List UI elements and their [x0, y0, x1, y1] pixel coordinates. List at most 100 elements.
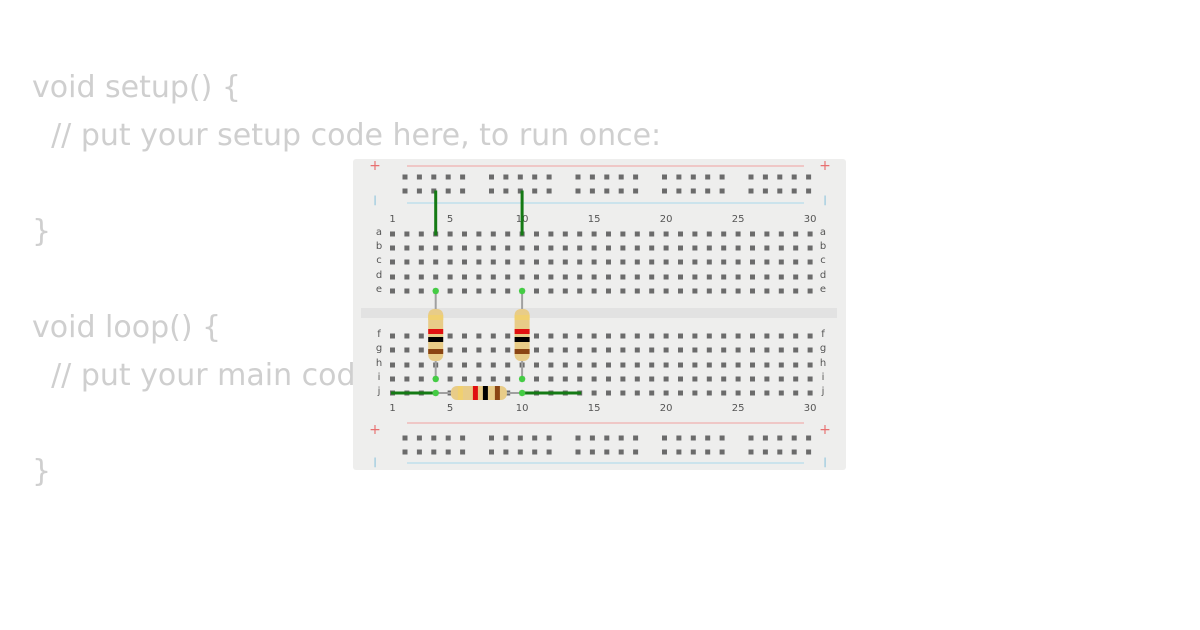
terminal-hole[interactable] — [620, 274, 626, 280]
terminal-hole[interactable] — [778, 259, 784, 265]
terminal-hole[interactable] — [418, 376, 424, 382]
terminal-hole[interactable] — [606, 390, 611, 396]
terminal-hole[interactable] — [764, 274, 770, 280]
terminal-hole[interactable] — [418, 333, 424, 339]
terminal-hole[interactable] — [649, 231, 655, 237]
terminal-hole[interactable] — [764, 376, 770, 382]
terminal-hole[interactable] — [793, 245, 799, 251]
terminal-hole[interactable] — [663, 274, 669, 280]
terminal-hole[interactable] — [476, 274, 482, 280]
terminal-hole[interactable] — [634, 231, 640, 237]
terminal-hole[interactable] — [505, 245, 511, 251]
rail-hole[interactable] — [618, 449, 624, 455]
terminal-hole[interactable] — [534, 362, 539, 368]
terminal-hole[interactable] — [678, 362, 683, 368]
terminal-hole[interactable] — [562, 259, 568, 265]
rail-hole[interactable] — [489, 435, 494, 441]
terminal-hole[interactable] — [634, 347, 640, 353]
rail-hole[interactable] — [445, 174, 451, 180]
rail-hole[interactable] — [589, 188, 595, 194]
terminal-hole[interactable] — [807, 259, 813, 265]
terminal-hole[interactable] — [606, 231, 611, 237]
rail-hole[interactable] — [402, 174, 408, 180]
terminal-hole[interactable] — [620, 333, 626, 339]
terminal-hole[interactable] — [490, 376, 496, 382]
terminal-hole[interactable] — [462, 288, 467, 294]
terminal-hole[interactable] — [418, 288, 424, 294]
terminal-hole[interactable] — [390, 259, 395, 265]
rail-hole[interactable] — [618, 435, 624, 441]
terminal-hole[interactable] — [577, 259, 583, 265]
terminal-hole[interactable] — [649, 347, 655, 353]
terminal-hole[interactable] — [447, 231, 453, 237]
terminal-hole[interactable] — [663, 390, 669, 396]
rail-hole[interactable] — [604, 188, 610, 194]
terminal-hole[interactable] — [418, 362, 424, 368]
rail-hole[interactable] — [791, 188, 797, 194]
rail-hole[interactable] — [748, 435, 754, 441]
terminal-hole[interactable] — [793, 231, 799, 237]
terminal-hole[interactable] — [447, 274, 453, 280]
terminal-hole[interactable] — [663, 259, 669, 265]
terminal-hole[interactable] — [505, 347, 511, 353]
terminal-hole[interactable] — [476, 347, 482, 353]
rail-hole[interactable] — [676, 435, 682, 441]
rail-hole[interactable] — [431, 174, 437, 180]
terminal-hole[interactable] — [505, 274, 511, 280]
terminal-hole[interactable] — [390, 274, 395, 280]
terminal-hole[interactable] — [418, 245, 424, 251]
resistor-pin[interactable] — [432, 375, 439, 383]
terminal-hole[interactable] — [663, 288, 669, 294]
rail-hole[interactable] — [445, 449, 451, 455]
terminal-hole[interactable] — [750, 274, 755, 280]
rail-hole[interactable] — [806, 188, 812, 194]
terminal-hole[interactable] — [678, 288, 683, 294]
terminal-hole[interactable] — [692, 362, 698, 368]
rail-hole[interactable] — [546, 435, 552, 441]
terminal-hole[interactable] — [577, 274, 583, 280]
terminal-hole[interactable] — [476, 288, 482, 294]
terminal-hole[interactable] — [447, 333, 453, 339]
terminal-hole[interactable] — [764, 259, 770, 265]
terminal-hole[interactable] — [721, 288, 727, 294]
terminal-hole[interactable] — [634, 362, 640, 368]
terminal-hole[interactable] — [793, 288, 799, 294]
terminal-hole[interactable] — [649, 333, 655, 339]
terminal-hole[interactable] — [505, 376, 511, 382]
rail-hole[interactable] — [445, 188, 451, 194]
terminal-hole[interactable] — [548, 288, 554, 294]
terminal-hole[interactable] — [706, 347, 712, 353]
rail-hole[interactable] — [777, 188, 783, 194]
rail-hole[interactable] — [690, 449, 696, 455]
resistor-pin[interactable] — [518, 375, 526, 383]
rail-hole[interactable] — [402, 188, 408, 194]
terminal-hole[interactable] — [548, 376, 554, 382]
terminal-hole[interactable] — [591, 333, 597, 339]
rail-hole[interactable] — [489, 188, 494, 194]
terminal-hole[interactable] — [620, 362, 626, 368]
terminal-hole[interactable] — [562, 333, 568, 339]
terminal-hole[interactable] — [505, 231, 511, 237]
terminal-hole[interactable] — [692, 231, 698, 237]
terminal-hole[interactable] — [807, 362, 813, 368]
terminal-hole[interactable] — [505, 259, 511, 265]
resistor-pin[interactable] — [518, 287, 526, 295]
rail-hole[interactable] — [791, 435, 797, 441]
terminal-hole[interactable] — [735, 362, 741, 368]
terminal-hole[interactable] — [634, 376, 640, 382]
terminal-hole[interactable] — [634, 245, 640, 251]
terminal-hole[interactable] — [706, 333, 712, 339]
terminal-hole[interactable] — [476, 259, 482, 265]
terminal-hole[interactable] — [764, 333, 770, 339]
terminal-hole[interactable] — [793, 362, 799, 368]
terminal-hole[interactable] — [447, 347, 453, 353]
terminal-hole[interactable] — [634, 274, 640, 280]
terminal-hole[interactable] — [721, 362, 727, 368]
terminal-hole[interactable] — [634, 288, 640, 294]
terminal-hole[interactable] — [692, 288, 698, 294]
rail-hole[interactable] — [676, 174, 682, 180]
rail-hole[interactable] — [618, 174, 624, 180]
rail-hole[interactable] — [546, 188, 552, 194]
terminal-hole[interactable] — [778, 231, 784, 237]
rail-hole[interactable] — [503, 188, 509, 194]
